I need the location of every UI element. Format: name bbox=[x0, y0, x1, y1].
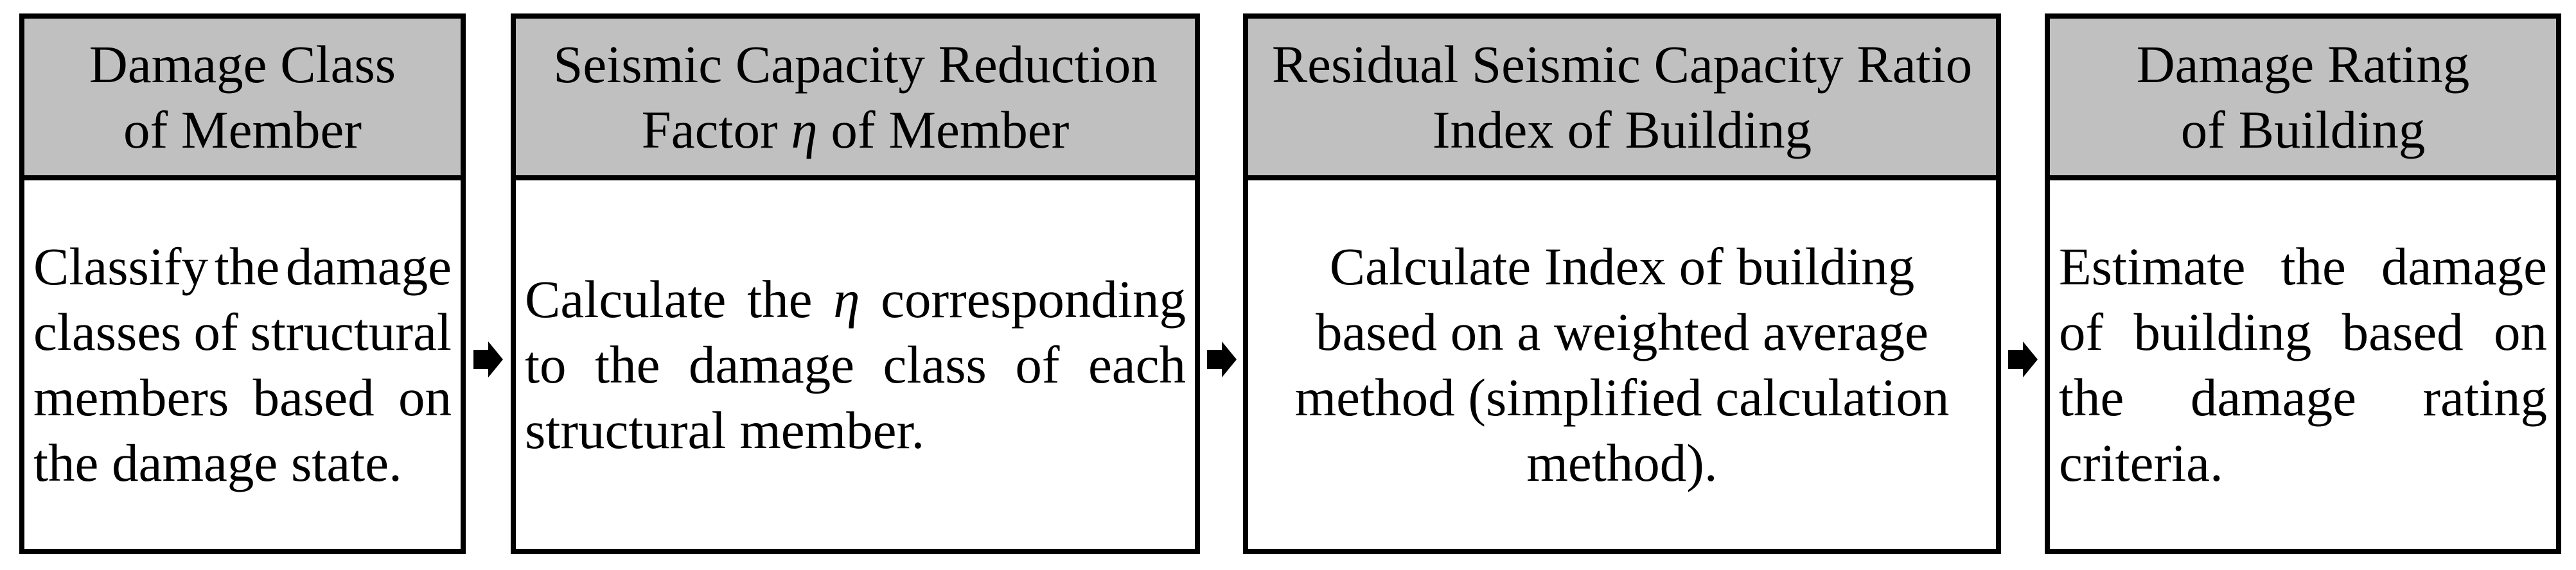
flow-connector bbox=[1200, 13, 1243, 554]
text-line: Index of Building bbox=[1432, 100, 1812, 159]
right-arrow-icon bbox=[473, 341, 503, 377]
text-line: of Building bbox=[2180, 100, 2426, 159]
text-line: Factor η of Member bbox=[641, 100, 1070, 159]
step-header: Damage Class of Member bbox=[24, 19, 461, 180]
text-line: Calculate Index of building bbox=[1329, 237, 1915, 296]
right-arrow-icon bbox=[2008, 341, 2038, 377]
text-line: of Member bbox=[123, 100, 362, 159]
text-line: the damage state. bbox=[33, 433, 402, 492]
step-body: Calculate Index of building based on a we… bbox=[1248, 180, 1996, 549]
text-line: criteria. bbox=[2059, 433, 2223, 492]
flow-connector bbox=[466, 13, 511, 554]
text-line: structural member. bbox=[525, 401, 925, 460]
text-line: Residual Seismic Capacity Ratio bbox=[1271, 35, 1973, 94]
text-line: based on a weighted average bbox=[1315, 302, 1929, 361]
flow-connector bbox=[2001, 13, 2045, 554]
text-line: Seismic Capacity Reduction bbox=[553, 35, 1158, 94]
step-header: Damage Rating of Building bbox=[2050, 19, 2556, 180]
text-line: Damage Class bbox=[89, 35, 396, 94]
right-arrow-icon bbox=[1206, 341, 1237, 377]
text-line: method). bbox=[1526, 433, 1718, 492]
text-line: Damage Rating bbox=[2136, 35, 2470, 94]
text-line: method (simplified calculation bbox=[1294, 368, 1950, 427]
